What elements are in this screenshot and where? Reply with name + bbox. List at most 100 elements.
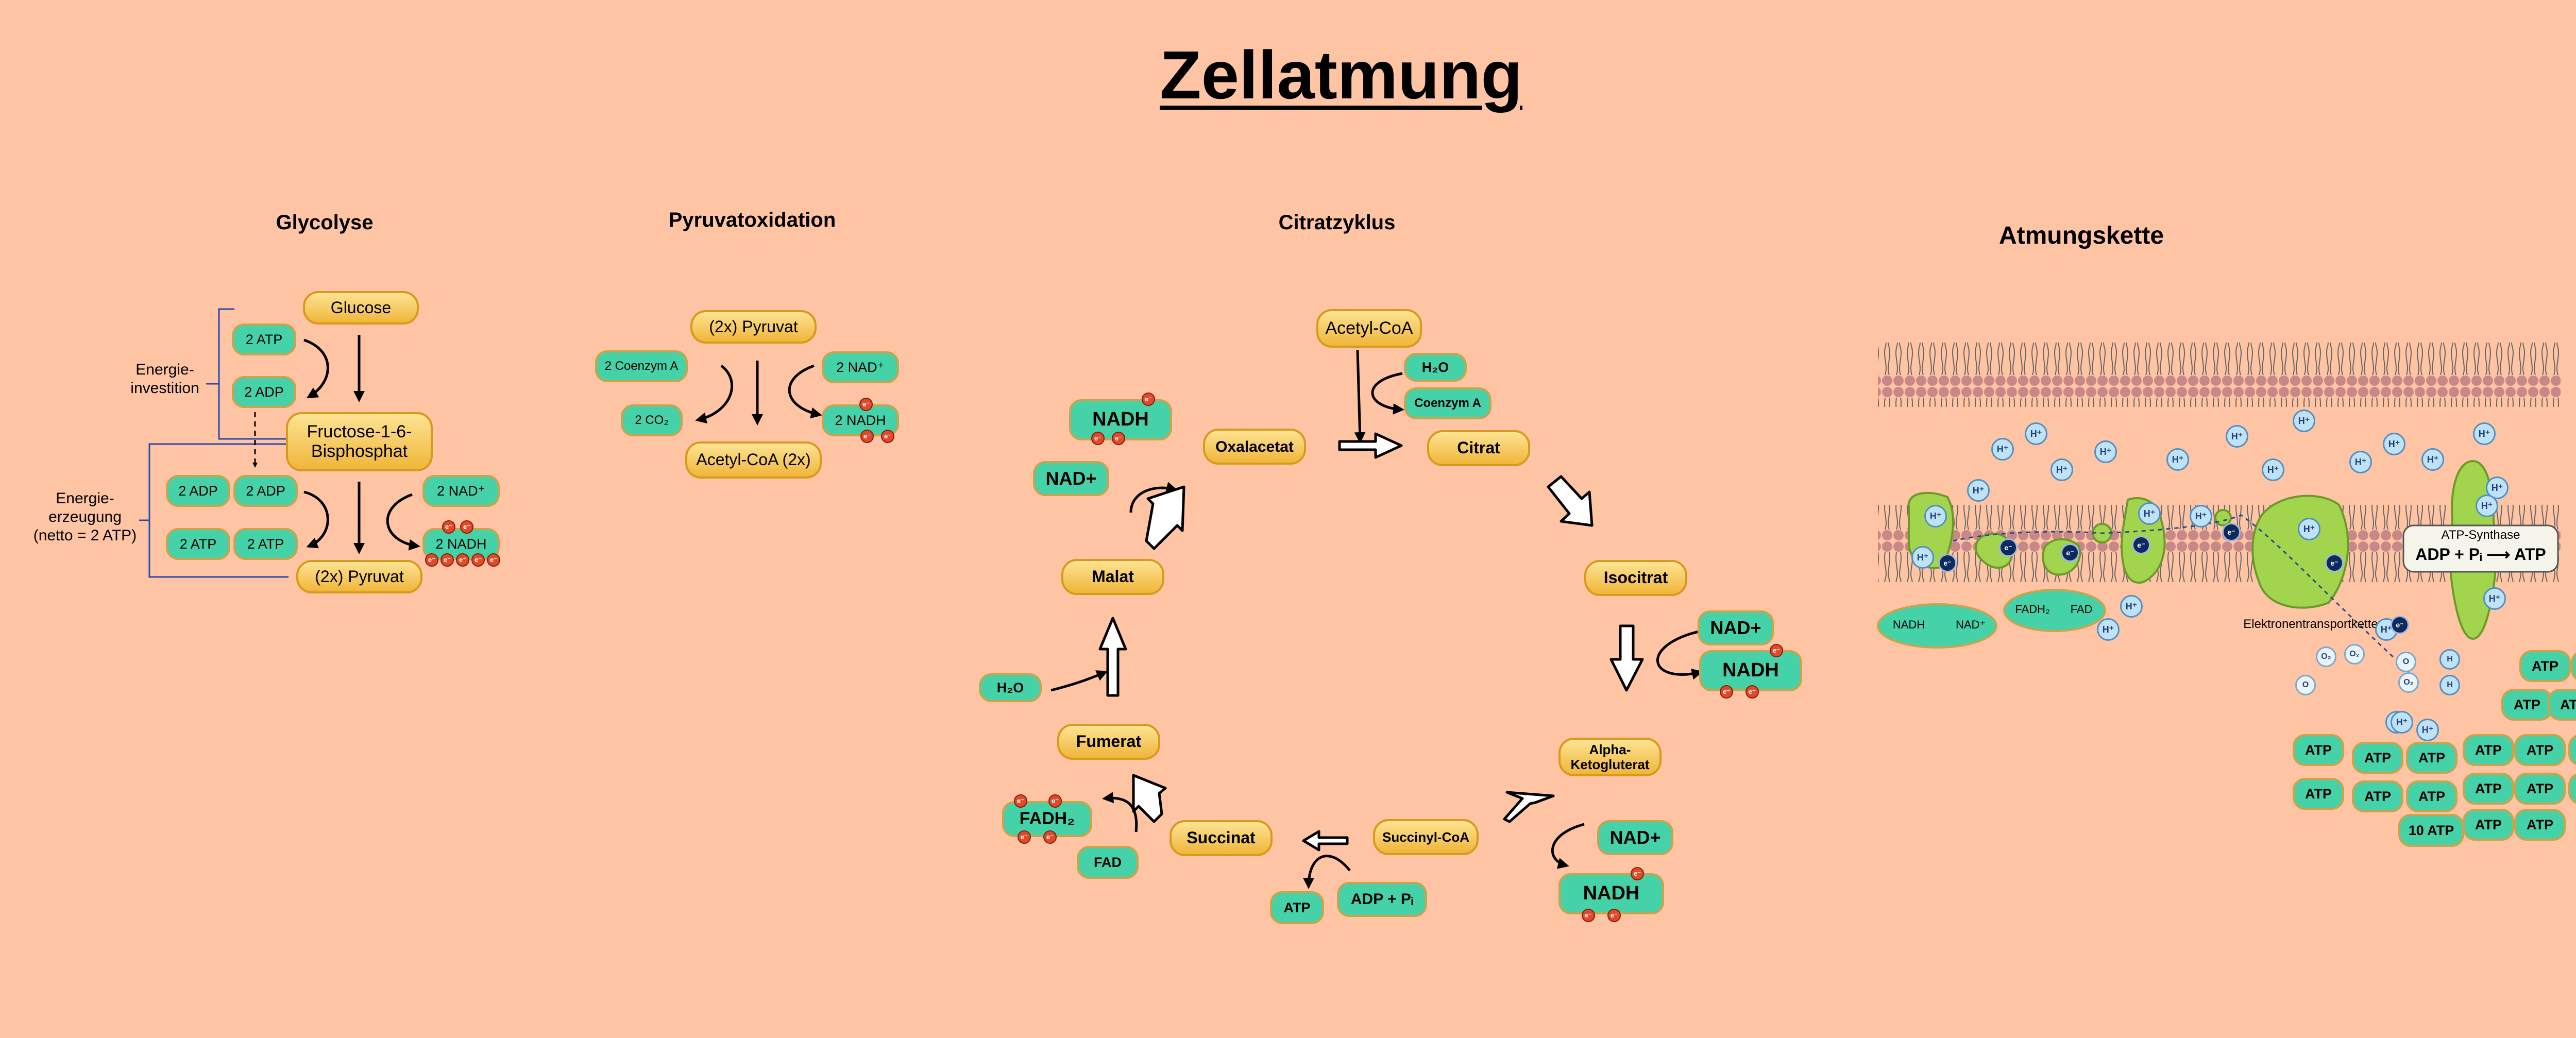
adp-production-b: 2 ADP [233,475,298,507]
electron-icon: e⁻ [1091,432,1105,445]
co2-box: 2 CO₂ [621,404,683,436]
electron-icon: e⁻ [1048,794,1062,808]
adp-production-a: 2 ADP [166,475,230,507]
electron-icon: e⁻ [2325,554,2344,572]
proton-icon: H⁺ [2421,448,2444,471]
atp-production-a: 2 ATP [166,528,230,560]
proton-icon: H⁺ [1911,546,1934,569]
section-title-citric-cycle: Citratzyklus [1278,211,1396,234]
proton-icon: H⁺ [2473,422,2496,445]
proton-icon: H⁺ [2138,502,2161,525]
glucose-box: Glucose [303,291,419,325]
malat-box: Malat [1061,559,1164,595]
electron-icon: e⁻ [1142,393,1155,406]
atp-token: ATP [2501,689,2553,721]
electron-icon: e⁻ [881,430,894,443]
atp-token: ATP [2406,780,2458,812]
proton-icon: H⁺ [1924,505,1947,527]
atp-synthase-panel [2402,524,2559,573]
electron-icon: e⁻ [1607,909,1621,922]
proton-icon: H⁺ [2476,495,2498,517]
electron-icon: e⁻ [1999,538,2018,557]
proton-icon: H⁺ [2097,618,2120,641]
glycolysis-arrows [303,335,420,554]
resp-nad-label: NAD⁺ [1955,618,1986,631]
proton-icon: H⁺ [2050,458,2073,481]
fructose-label: Fructose-1-6- Bisphosphat [307,422,412,461]
section-title-pyruvate-oxidation: Pyruvatoxidation [668,209,836,231]
atp-token: ATP [2352,742,2403,774]
electron-icon: e⁻ [2222,523,2241,541]
electron-icon: e⁻ [440,553,454,567]
section-title-respiratory-chain: Atmungskette [1998,222,2164,249]
adp-investment: 2 ADP [232,376,296,408]
electron-icon: e⁻ [859,398,873,411]
electron-icon: e⁻ [2061,543,2079,562]
proton-icon: H⁺ [2416,719,2439,741]
atp-token: ATP [2406,742,2458,774]
pyruvate-box-glycolysis: (2x) Pyruvat [296,560,422,593]
proton-icon: H⁺ [2391,711,2413,734]
proton-icon: H⁺ [1967,479,1990,502]
proton-icon: H⁺ [2226,425,2248,448]
oxygen-atom-icon: O [2396,652,2416,672]
section-title-glycolysis: Glycolyse [276,211,374,234]
electron-icon: e⁻ [2132,536,2150,554]
atp-token: ATP [2519,650,2571,682]
hydrogen-icon: H [2439,675,2460,695]
proton-icon: H⁺ [2383,433,2405,455]
page-title: Zellatmung [1159,37,1523,113]
electron-icon: e⁻ [2391,616,2409,634]
proton-icon: H⁺ [2025,422,2047,445]
electron-icon: e⁻ [425,553,438,567]
electron-icon: e⁻ [1720,685,1733,699]
atp-token: ATP [2352,780,2403,812]
nadh-top-left: NADH [1069,399,1172,440]
citrat-box: Citrat [1427,430,1530,466]
electron-icon: e⁻ [487,553,500,567]
resp-fadh2-label: FADH₂ [2015,603,2050,616]
pyruvate-box: (2x) Pyruvat [690,310,817,344]
alpha-ketogluterat-box: Alpha- Ketogluterat [1558,738,1662,776]
electron-icon: e⁻ [1582,909,1595,922]
coenzyme-a-cycle: Coenzym A [1404,387,1492,419]
energy-investment-label: Energie- investition [130,361,199,397]
electron-icon: e⁻ [1043,830,1057,844]
resp-fad-label: FAD [2070,603,2093,616]
electron-icon: e⁻ [1770,644,1783,657]
electron-icon: e⁻ [1745,685,1759,699]
oxygen-molecule-icon: O₂ [2344,644,2365,665]
etc-label: Elektronentransportkette [2243,617,2378,631]
carrier-ovals [1877,589,2106,649]
atp-token: ATP [2514,734,2566,766]
electron-icon: e⁻ [860,430,874,443]
electron-icon: e⁻ [1112,432,1125,445]
nad-top-left: NAD+ [1033,461,1109,496]
atp-token: ATP [2514,809,2566,841]
outer-membrane [1878,343,2561,407]
acetyl-coa-box-pyruvate: Acetyl-CoA (2x) [685,441,822,479]
electron-icon: e⁻ [460,520,473,534]
electron-icon: e⁻ [471,553,485,567]
adp-pi-box: ADP + Pᵢ [1337,882,1427,917]
atp-investment: 2 ATP [232,324,296,355]
proton-icon: H⁺ [2293,410,2315,432]
acetyl-coa-box: Acetyl-CoA [1316,309,1422,348]
electron-icon: e⁻ [1631,867,1644,880]
proton-icon: H⁺ [2166,448,2189,471]
atp-token: ATP [2548,689,2576,721]
electron-path [1952,514,2397,660]
atp-token: ATP [2463,773,2514,805]
fumerat-box: Fumerat [1057,724,1160,760]
energy-production-label: Energie- erzeugung (netto = 2 ATP) [33,490,137,544]
atp-total-token: 10 ATP [2398,814,2464,847]
succinat-box: Succinat [1170,820,1273,856]
proton-icon: H⁺ [2094,440,2117,463]
atp-token: ATP [2514,773,2566,805]
h2o-left-box: H₂O [979,673,1042,702]
proton-icon: H⁺ [2120,595,2143,618]
atp-production-b: 2 ATP [233,528,298,560]
isocitrat-box: Isocitrat [1584,560,1687,596]
